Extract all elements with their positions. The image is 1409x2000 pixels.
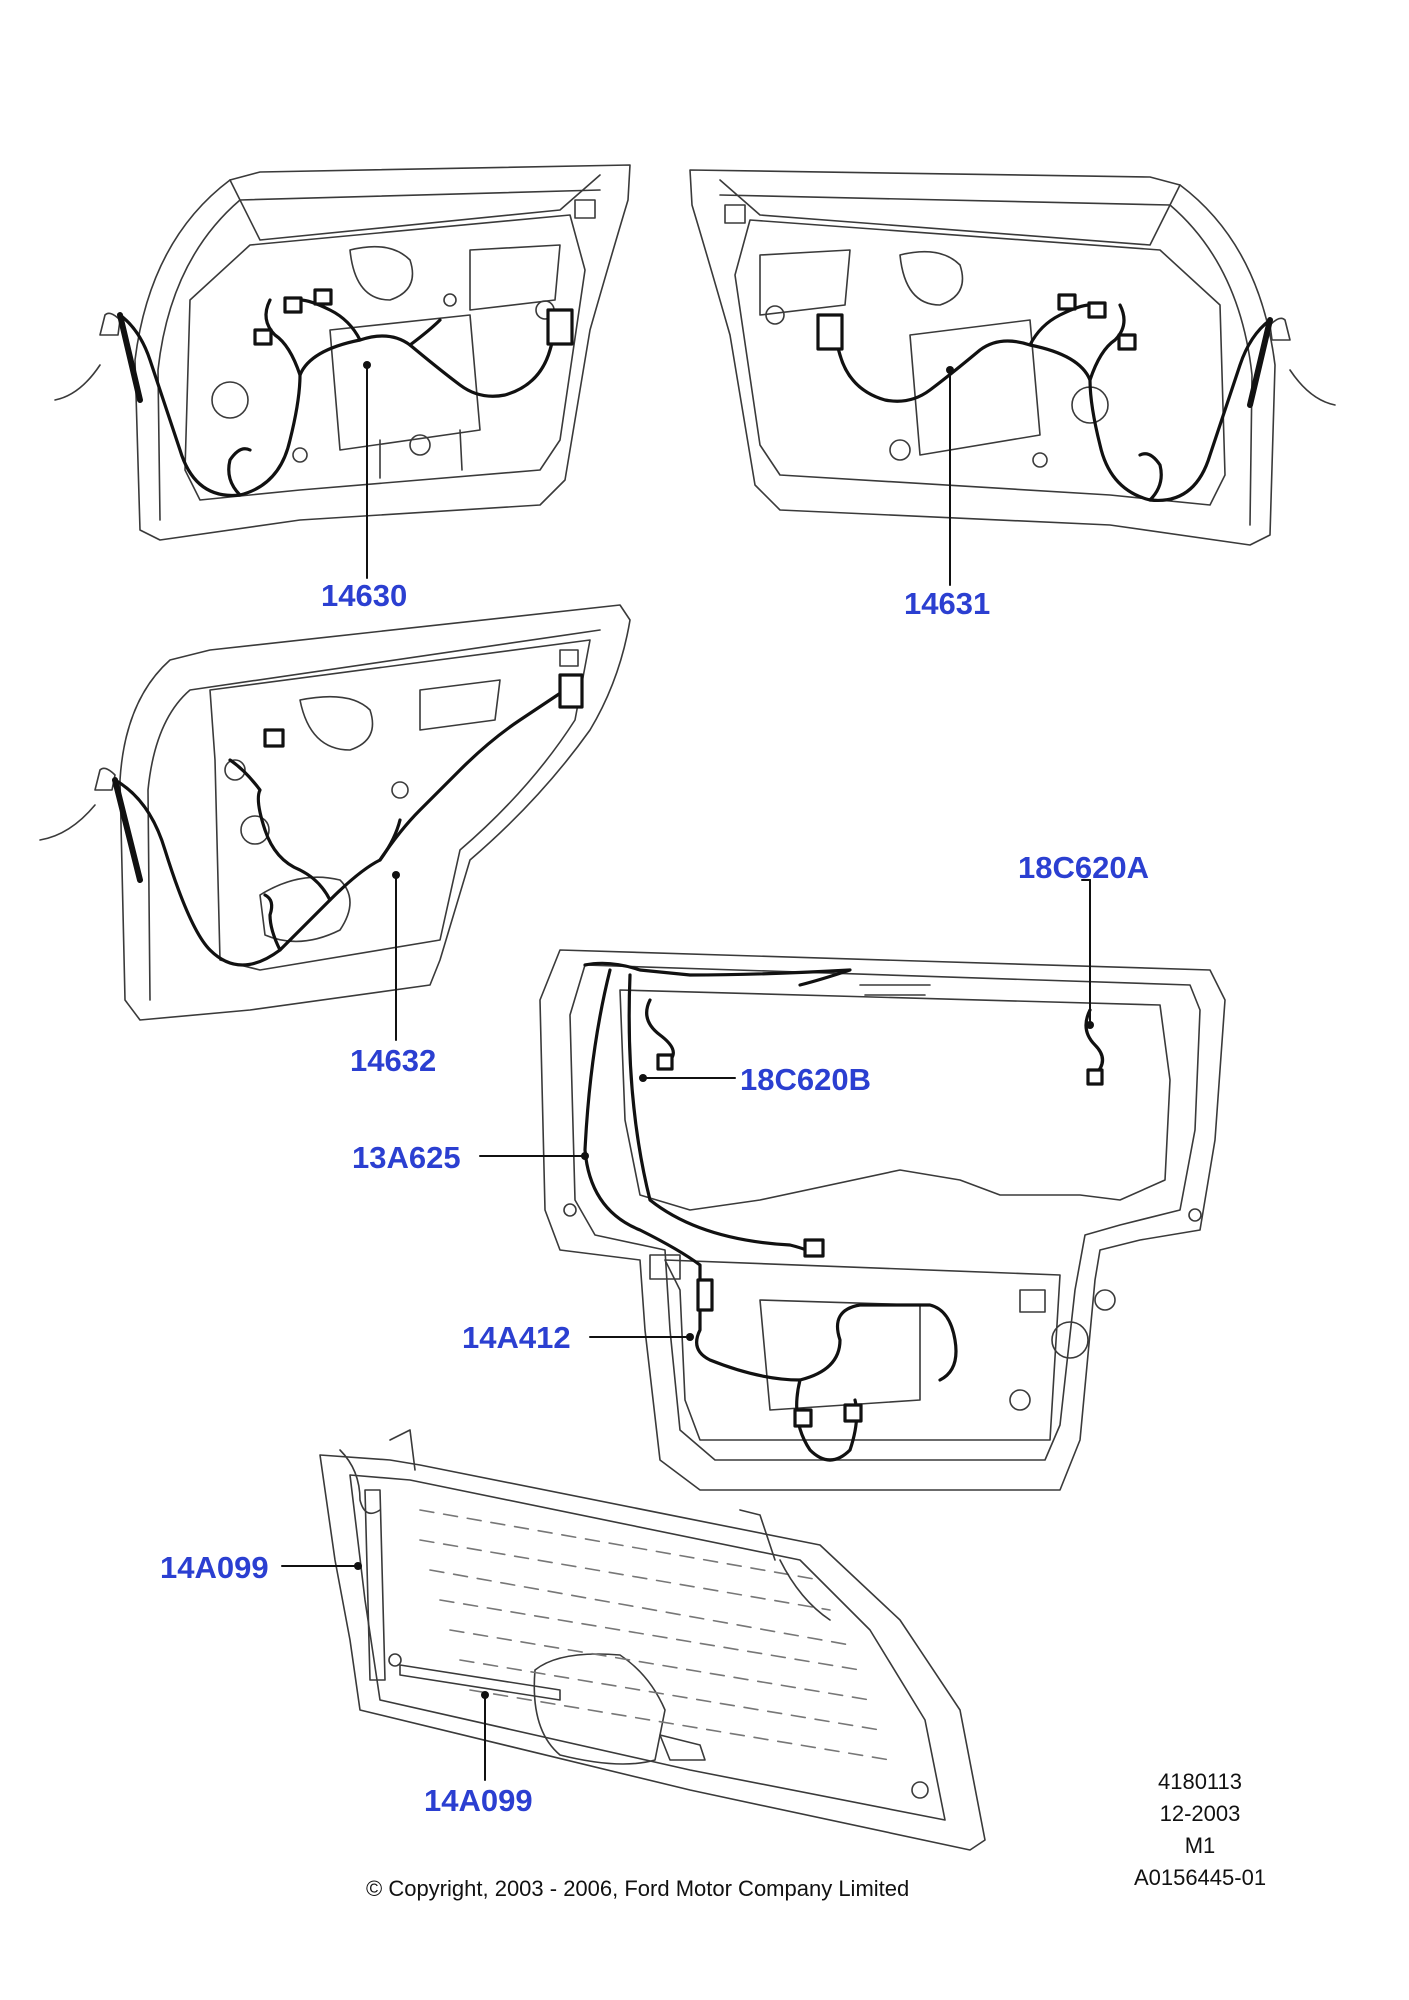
callout-tailgate-upper-right: 18C620A [1018, 850, 1149, 885]
callout-dots [354, 361, 1094, 1699]
reference-model: M1 [1184, 1833, 1216, 1858]
copyright-notice: © Copyright, 2003 - 2006, Ford Motor Com… [366, 1876, 910, 1901]
rear-door-harness [112, 673, 584, 967]
tailgate-illustration [539, 949, 1226, 1491]
front-left-door-harness [117, 288, 574, 498]
rear-door-illustration [39, 604, 631, 1021]
reference-date: 12-2003 [1159, 1801, 1241, 1826]
front-right-door-illustration [689, 169, 1336, 546]
callout-rear-door: 14632 [350, 1043, 437, 1078]
callout-tailgate-main: 13A625 [352, 1140, 461, 1175]
front-left-door-illustration [54, 164, 631, 541]
reference-number: 4180113 [1157, 1769, 1242, 1794]
callout-tailgate-lower: 14A412 [462, 1320, 571, 1355]
callout-front-left-door: 14630 [321, 578, 408, 613]
callout-leaders [281, 364, 1091, 1781]
callout-glass-left: 14A099 [160, 1550, 269, 1585]
callout-tailgate-inner: 18C620B [740, 1062, 871, 1097]
front-right-door-harness [816, 293, 1273, 503]
tailgate-harness [583, 961, 1105, 1462]
rear-glass-illustration [319, 1429, 986, 1851]
callout-front-right-door: 14631 [904, 586, 991, 621]
callout-glass-bottom: 14A099 [424, 1783, 533, 1818]
reference-illustration-id: A0156445-01 [1133, 1865, 1267, 1890]
